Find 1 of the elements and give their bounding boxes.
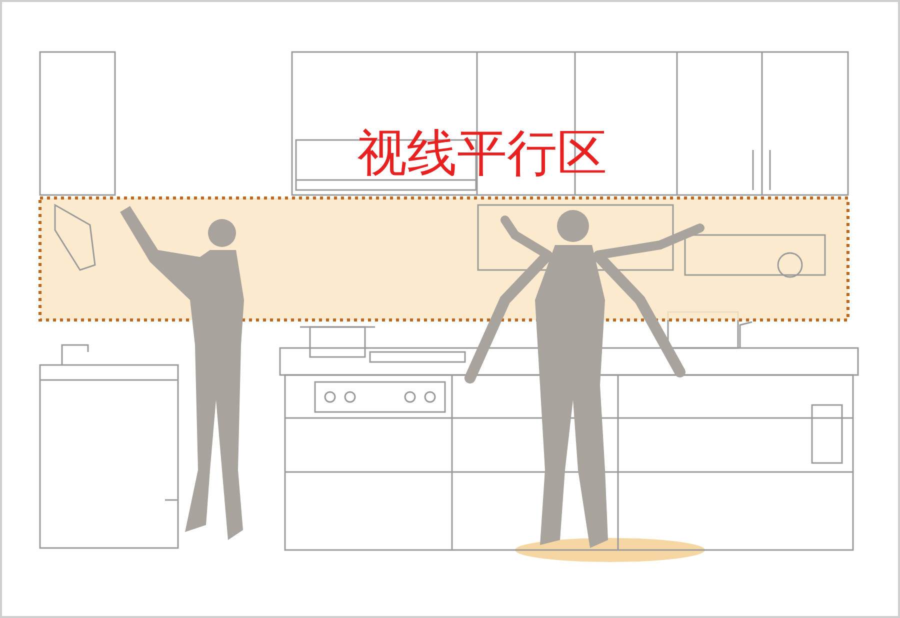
zone-title: 视线平行区 bbox=[357, 128, 607, 178]
